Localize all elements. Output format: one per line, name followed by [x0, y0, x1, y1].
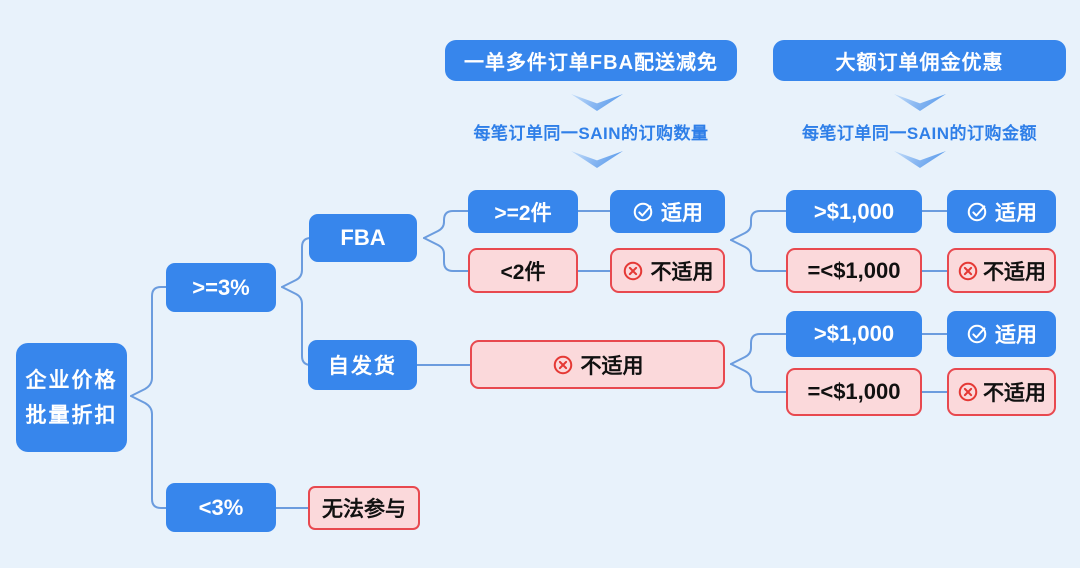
node-not-applicable: 不适用 — [947, 248, 1056, 293]
not-applicable-label: 不适用 — [983, 260, 1046, 284]
node-qty-lt2: <2件 — [468, 248, 578, 293]
node-cannot-participate: 无法参与 — [308, 486, 420, 530]
criteria-amount-label: 每笔订单同一SAIN的订购金额 — [801, 124, 1038, 143]
node-not-applicable: 不适用 — [947, 368, 1056, 416]
node-amount-le1000: =<$1,000 — [786, 248, 922, 293]
node-applicable: 适用 — [947, 311, 1056, 357]
node-applicable: 适用 — [610, 190, 725, 233]
header-large-order-commission: 大额订单佣金优惠 — [773, 40, 1066, 81]
not-applicable-label: 不适用 — [650, 260, 714, 284]
not-applicable-label: 不适用 — [580, 354, 644, 378]
check-circle-icon — [632, 201, 654, 223]
root-label-line2: 批量折扣 — [25, 403, 118, 427]
node-applicable: 适用 — [947, 190, 1056, 233]
x-circle-icon — [622, 260, 644, 282]
node-not-applicable: 不适用 — [610, 248, 725, 293]
applicable-label: 适用 — [995, 201, 1037, 225]
x-circle-icon — [552, 354, 574, 376]
node-not-applicable-wide: 不适用 — [470, 340, 725, 389]
node-rate-ge3: >=3% — [166, 263, 276, 312]
node-fba: FBA — [309, 214, 417, 262]
node-qty-ge2: >=2件 — [468, 190, 578, 233]
node-amount-gt1000: >$1,000 — [786, 311, 922, 357]
check-circle-icon — [966, 201, 988, 223]
x-circle-icon — [957, 381, 979, 403]
node-root: 企业价格 批量折扣 — [16, 343, 127, 452]
header-fba-shipping-discount: 一单多件订单FBA配送减免 — [445, 40, 737, 81]
root-label-line1: 企业价格 — [25, 368, 118, 392]
applicable-label: 适用 — [661, 201, 703, 225]
criteria-quantity-label: 每笔订单同一SAIN的订购数量 — [473, 124, 709, 143]
node-rate-lt3: <3% — [166, 483, 276, 532]
check-circle-icon — [966, 323, 988, 345]
not-applicable-label: 不适用 — [983, 382, 1046, 405]
node-amount-gt1000: >$1,000 — [786, 190, 922, 233]
node-self-fulfilled: 自发货 — [308, 340, 417, 390]
x-circle-icon — [957, 260, 979, 282]
applicable-label: 适用 — [995, 324, 1037, 347]
node-amount-le1000: =<$1,000 — [786, 368, 922, 416]
